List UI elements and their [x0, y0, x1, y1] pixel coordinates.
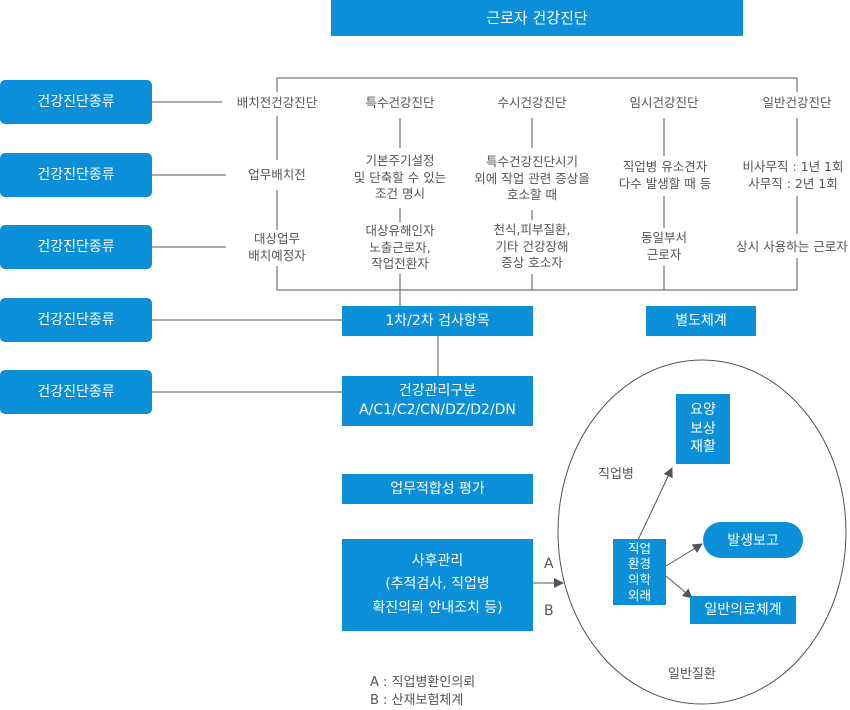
type-general: 일반건강진단	[747, 92, 847, 114]
legend-a: A : 직업병환인의뢰	[370, 675, 476, 690]
legend-b: B : 산재보험체계	[370, 693, 464, 708]
health-class-box: 건강관리구분 A/C1/C2/CN/DZ/D2/DN	[342, 376, 533, 426]
target-occasional: 천식,피부질환, 기타 건강장해 증상 호소자	[478, 221, 586, 273]
side-label-3: 건강진단종류	[0, 225, 152, 269]
timing-temporary: 직업병 유소견자 다수 발생할 때 등	[610, 158, 720, 194]
arrow-label-a: A	[544, 556, 554, 572]
target-general: 상시 사용하는 근로자	[734, 236, 850, 258]
timing-occasional: 특수건강진단시기 외에 작업 관련 증상을 호소할 때	[466, 150, 598, 208]
target-preplacement: 대상업무 배치예정자	[230, 230, 324, 266]
exam-items-box: 1차/2차 검사항목	[342, 306, 533, 336]
type-occasional: 수시건강진단	[482, 92, 582, 114]
type-special: 특수건강진단	[350, 92, 450, 114]
occupational-disease-label: 직업병	[598, 467, 634, 482]
target-special: 대상유해인자 노출근로자, 작업전환자	[350, 222, 450, 274]
type-preplacement: 배치전건강진단	[222, 92, 332, 114]
general-disease-label: 일반질환	[668, 667, 716, 682]
occupational-medicine-clinic-box: 직업 환경 의학 외래	[613, 539, 666, 605]
timing-special: 기본주기설정 및 단축할 수 있는 조건 명시	[342, 150, 458, 206]
arrow-label-b: B	[544, 603, 554, 619]
side-label-5: 건강진단종류	[0, 370, 152, 414]
incident-report-pill: 발생보고	[703, 522, 803, 558]
title-banner: 근로자 건강진단	[331, 0, 743, 36]
side-label-2: 건강진단종류	[0, 153, 152, 197]
type-temporary: 임시건강진단	[614, 92, 714, 114]
timing-general: 비사무직 : 1년 1회 사무직 : 2년 1회	[737, 158, 849, 194]
timing-preplacement: 업무배치전	[226, 164, 328, 186]
followup-box: 사후관리 (추적검사, 직업병 확진의뢰 안내조치 등)	[342, 539, 533, 631]
general-medical-box: 일반의료체계	[690, 596, 796, 624]
care-compensation-box: 요양 보상 재활	[676, 394, 730, 464]
side-label-4: 건강진단종류	[0, 298, 152, 342]
fitness-eval-box: 업무적합성 평가	[342, 474, 533, 504]
side-label-1: 건강진단종류	[0, 80, 152, 124]
target-temporary: 동일부서 근로자	[620, 229, 708, 265]
separate-system-box: 별도체계	[646, 306, 756, 336]
